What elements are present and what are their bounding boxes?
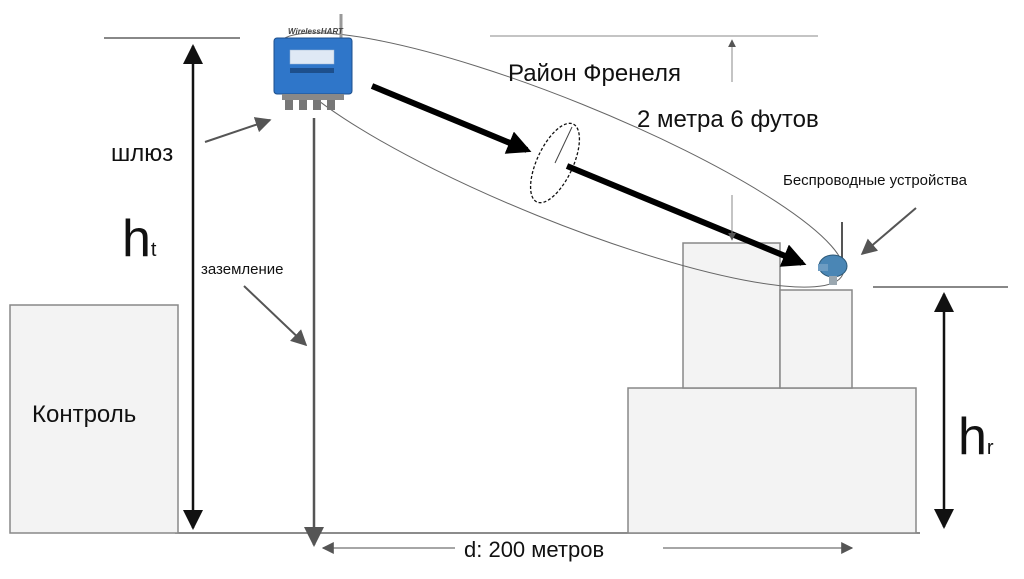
hr-subscript: r <box>986 437 994 459</box>
plant-base-building <box>627 387 917 534</box>
wireless-transmitter <box>818 222 848 285</box>
transmitter-height-label: ht <box>122 213 156 265</box>
distance-label: d: 200 метров <box>464 537 605 562</box>
hr-symbol: h <box>958 408 987 466</box>
cross-section-radius <box>554 126 573 164</box>
plant-tall-block <box>682 242 781 389</box>
wireless-leader-arrow <box>860 207 917 256</box>
ground-label: заземление <box>201 261 284 278</box>
receiver-height-label: hr <box>958 411 994 463</box>
signal-arrow-2 <box>565 163 807 267</box>
clearance-label: 2 метра 6 футов <box>637 106 819 133</box>
ground-leader-arrow <box>243 285 308 347</box>
ht-subscript: t <box>150 239 157 261</box>
wireless-devices-label: Беспроводные устройства <box>783 172 967 189</box>
fresnel-zone-label: Район Френеля <box>508 60 681 87</box>
gateway-leader-arrow <box>204 117 272 143</box>
gateway-brand-label: WirelessHART <box>288 27 343 36</box>
control-label: Контроль <box>32 401 137 428</box>
plant-short-block <box>779 289 853 389</box>
ht-symbol: h <box>122 210 151 268</box>
gateway-device <box>273 14 353 110</box>
signal-arrow-1 <box>370 83 532 154</box>
control-building <box>9 304 179 534</box>
gateway-label: шлюз <box>111 140 174 167</box>
